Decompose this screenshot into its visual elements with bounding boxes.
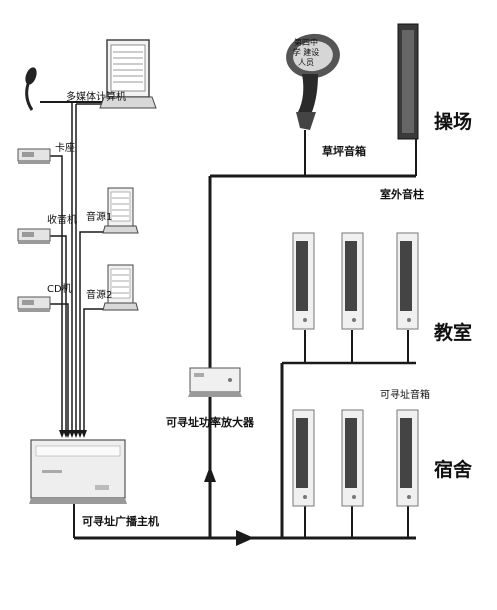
source1-laptop-icon <box>102 187 139 234</box>
multimedia-pc-icon <box>99 39 157 109</box>
dorm-speaker-1 <box>292 409 315 507</box>
amplifier-up-arrow <box>204 466 216 482</box>
cd-device <box>17 296 51 312</box>
lawn-speaker-rock-text: 第四中学 建设人员 <box>292 38 320 67</box>
source2-label: 音源2 <box>86 290 113 301</box>
classroom-speaker-1 <box>292 232 315 330</box>
microphone-icon <box>25 67 37 111</box>
card-deck-label: 卡座 <box>55 143 75 154</box>
dorm-speaker-2 <box>341 409 364 507</box>
source1-label: 音源1 <box>86 212 113 223</box>
dorm-speakers <box>292 409 419 507</box>
bus-arrow <box>236 530 254 546</box>
lawn-speaker-icon <box>286 33 340 148</box>
multimedia-pc-label: 多媒体计算机 <box>66 92 126 103</box>
amplifier-device <box>188 367 242 397</box>
classroom-speaker-3 <box>396 232 419 330</box>
addressable-speaker-label: 可寻址音箱 <box>380 390 430 401</box>
radio-device <box>17 228 51 244</box>
playground-label: 操场 <box>434 111 473 133</box>
classroom-speaker-2 <box>341 232 364 330</box>
card-deck-device <box>17 148 51 164</box>
dorm-label: 宿舍 <box>434 459 473 481</box>
cd-label: CD机 <box>47 284 72 295</box>
lawn-speaker-label: 草坪音箱 <box>322 145 366 158</box>
amplifier-label: 可寻址功率放大器 <box>166 416 254 429</box>
dorm-speaker-3 <box>396 409 419 507</box>
input-arrows <box>59 430 87 438</box>
host-label: 可寻址广播主机 <box>82 515 159 528</box>
radio-label: 收音机 <box>47 215 77 226</box>
classroom-speakers <box>292 232 419 330</box>
source2-laptop-icon <box>102 264 139 311</box>
classroom-label: 教室 <box>434 322 473 344</box>
broadcast-host-device <box>29 439 127 504</box>
outdoor-column-speaker <box>397 23 419 140</box>
outdoor-column-label: 室外音柱 <box>380 188 424 201</box>
